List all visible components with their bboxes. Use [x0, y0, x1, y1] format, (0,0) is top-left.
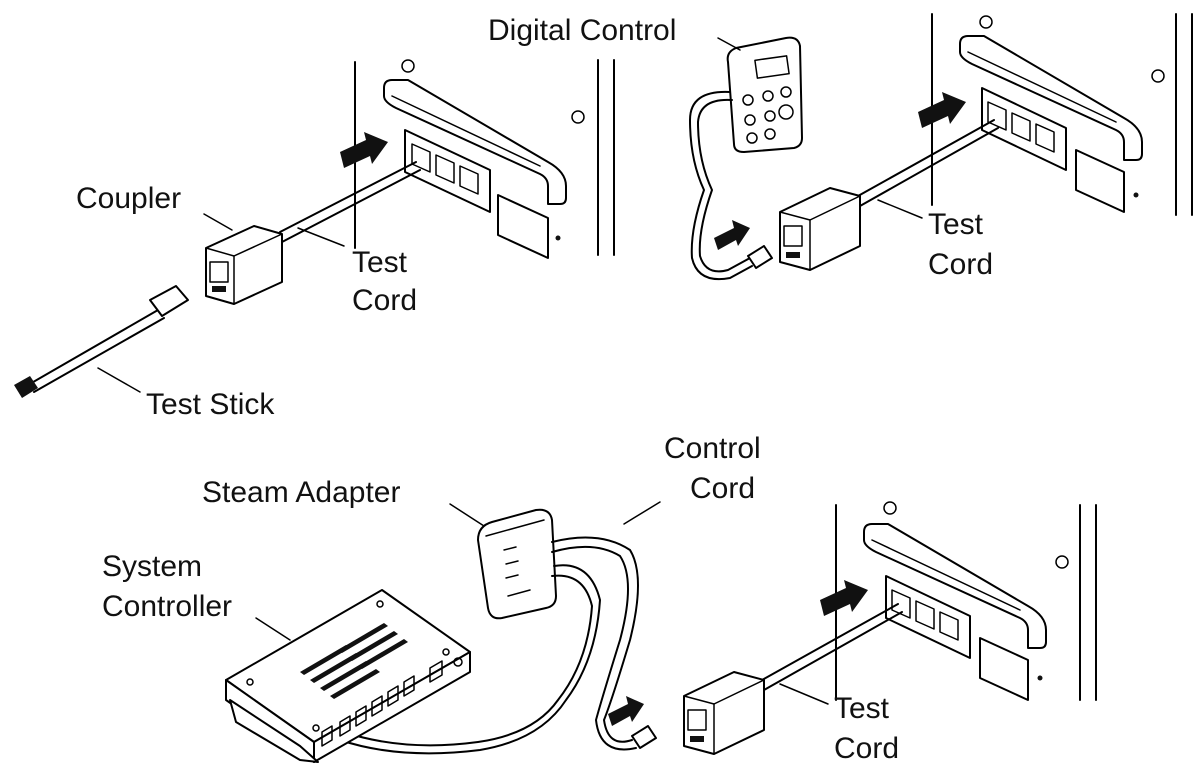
label-test-cord-line1: Test	[352, 246, 408, 279]
arrow-right-icon	[608, 696, 644, 726]
coupler-device	[205, 225, 283, 305]
label-steam-adapter: Steam Adapter	[202, 476, 400, 509]
arrow-right-icon	[918, 92, 966, 128]
label-system-controller-line1: System	[102, 550, 202, 583]
steam-adapter-device	[477, 508, 557, 620]
label-control-cord-line1: Control	[664, 432, 761, 465]
control-cord-cable	[551, 536, 639, 743]
test-cord-cable	[857, 119, 995, 197]
label-test-cord-line2: Cord	[352, 284, 417, 317]
arrow-right-icon	[820, 580, 868, 616]
wall-jack-panel-icon	[383, 59, 585, 259]
control-cord-cable	[689, 90, 753, 280]
panel-test-stick: Coupler Test Cord Test Stick	[14, 59, 615, 421]
rj45-plug-icon	[149, 285, 189, 317]
coupler-device	[779, 187, 861, 271]
label-control-cord-line2: Cord	[690, 472, 755, 505]
arrow-right-icon	[340, 132, 388, 168]
digital-control-device	[726, 36, 803, 153]
panel-system-controller: Steam Adapter Control Cord System Contro…	[102, 432, 1097, 765]
rj45-plug-icon	[747, 245, 773, 269]
label-test-cord-line2: Cord	[928, 248, 993, 281]
test-cord-cable	[761, 603, 899, 681]
label-test-cord-line1: Test	[928, 208, 984, 241]
label-test-cord-line2: Cord	[834, 732, 899, 765]
rj45-plug-icon	[631, 725, 657, 749]
label-digital-control: Digital Control	[488, 14, 676, 47]
system-controller-device	[225, 589, 471, 763]
wall-jack-panel-icon	[863, 501, 1069, 701]
label-coupler: Coupler	[76, 182, 181, 215]
test-cord-cable	[279, 161, 417, 233]
vent-grille	[300, 623, 408, 699]
wall-jack-panel-icon	[959, 15, 1165, 213]
test-stick-device	[14, 285, 189, 398]
arrow-right-icon	[714, 220, 750, 250]
label-system-controller-line2: Controller	[102, 590, 232, 623]
coupler-device	[683, 671, 765, 755]
label-test-stick: Test Stick	[146, 388, 275, 421]
label-test-cord-line1: Test	[834, 692, 890, 725]
panel-digital-control: Digital Control Test Cord	[488, 13, 1193, 281]
